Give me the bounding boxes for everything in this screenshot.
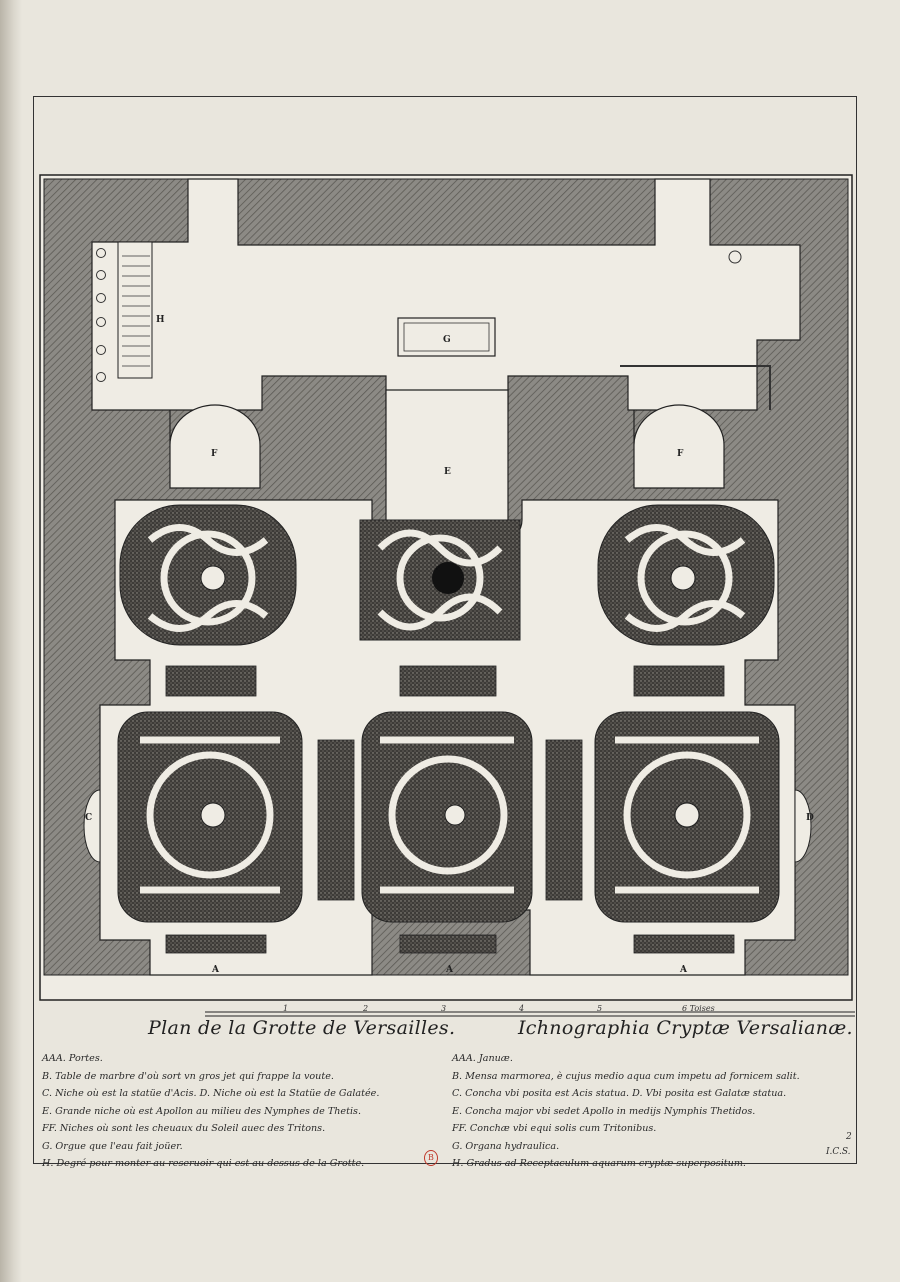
niche-f-left (169, 404, 261, 489)
library-stamp: B (424, 1150, 438, 1166)
legend-item: B. Table de marbre d'où sort vn gros jet… (42, 1070, 334, 1082)
scroll-ornaments (140, 524, 759, 894)
label-h: H (156, 315, 165, 325)
floor-grates (165, 665, 735, 954)
niche-d (794, 789, 812, 863)
label-d: D (806, 813, 814, 823)
legend-item: C. Concha vbi posita est Acis statua. D.… (452, 1088, 787, 1099)
table-b-jet (432, 562, 464, 594)
scale-bar (205, 1011, 855, 1017)
label-e: E (444, 467, 451, 477)
plate-number: 2 (846, 1132, 852, 1142)
scale-tick-3: 3 (441, 1004, 447, 1013)
niche-c (83, 789, 101, 863)
legend-item: H. Gradus ad Receptaculum aquarum cryptæ… (452, 1158, 746, 1169)
legend-item: H. Degré pour monter au reseruoir qui es… (42, 1158, 365, 1169)
label-c: C (85, 813, 92, 823)
label-a-right: A (679, 965, 688, 975)
legend-latin: AAA. Januæ. B. Mensa marmorea, è cujus m… (452, 1050, 842, 1173)
engraver-signature: I.C.S. (826, 1147, 851, 1157)
staircase (117, 241, 153, 379)
scale-tick-6: 6 Toises (682, 1004, 715, 1013)
organ-g (397, 317, 496, 357)
water-pipe (620, 365, 771, 410)
title-french: Plan de la Grotte de Versailles. (148, 1017, 456, 1039)
scale-tick-1: 1 (283, 1004, 289, 1013)
legend-item: B. Mensa marmorea, è cujus medio aqua cu… (452, 1070, 800, 1082)
stair-steps (122, 255, 150, 367)
legend-item: FF. Niches où sont les cheuaux du Soleil… (42, 1123, 326, 1134)
book-gutter (0, 0, 22, 1282)
fountain-basins (200, 565, 700, 828)
legend-item: AAA. Portes. (42, 1053, 103, 1064)
scale-tick-5: 5 (597, 1004, 603, 1013)
label-g: G (443, 335, 451, 345)
scale-tick-4: 4 (519, 1004, 525, 1013)
legend-item: AAA. Januæ. (452, 1053, 513, 1064)
legend-item: G. Organa hydraulica. (452, 1140, 560, 1152)
scale-tick-2: 2 (363, 1004, 369, 1013)
label-a-left: A (211, 965, 220, 975)
niche-f-right (633, 404, 725, 489)
column-circles (96, 248, 742, 382)
legend-item: E. Concha major vbi sedet Apollo in medi… (452, 1105, 756, 1117)
title-latin: Ichnographia Cryptæ Versalianæ. (518, 1017, 853, 1039)
legend-french: AAA. Portes. B. Table de marbre d'où sor… (42, 1050, 432, 1173)
legend-item: G. Orgue que l'eau fait joüer. (42, 1140, 183, 1152)
label-a-mid: A (445, 965, 454, 975)
legend-item: FF. Conchæ vbi equi solis cum Tritonibus… (452, 1123, 657, 1134)
label-f-left: F (211, 449, 218, 459)
label-f-right: F (677, 449, 684, 459)
legend-item: C. Niche où est la statüe d'Acis. D. Nic… (42, 1088, 380, 1099)
legend-item: E. Grande niche où est Apollon au milieu… (42, 1105, 361, 1117)
plate-border (33, 96, 857, 1164)
